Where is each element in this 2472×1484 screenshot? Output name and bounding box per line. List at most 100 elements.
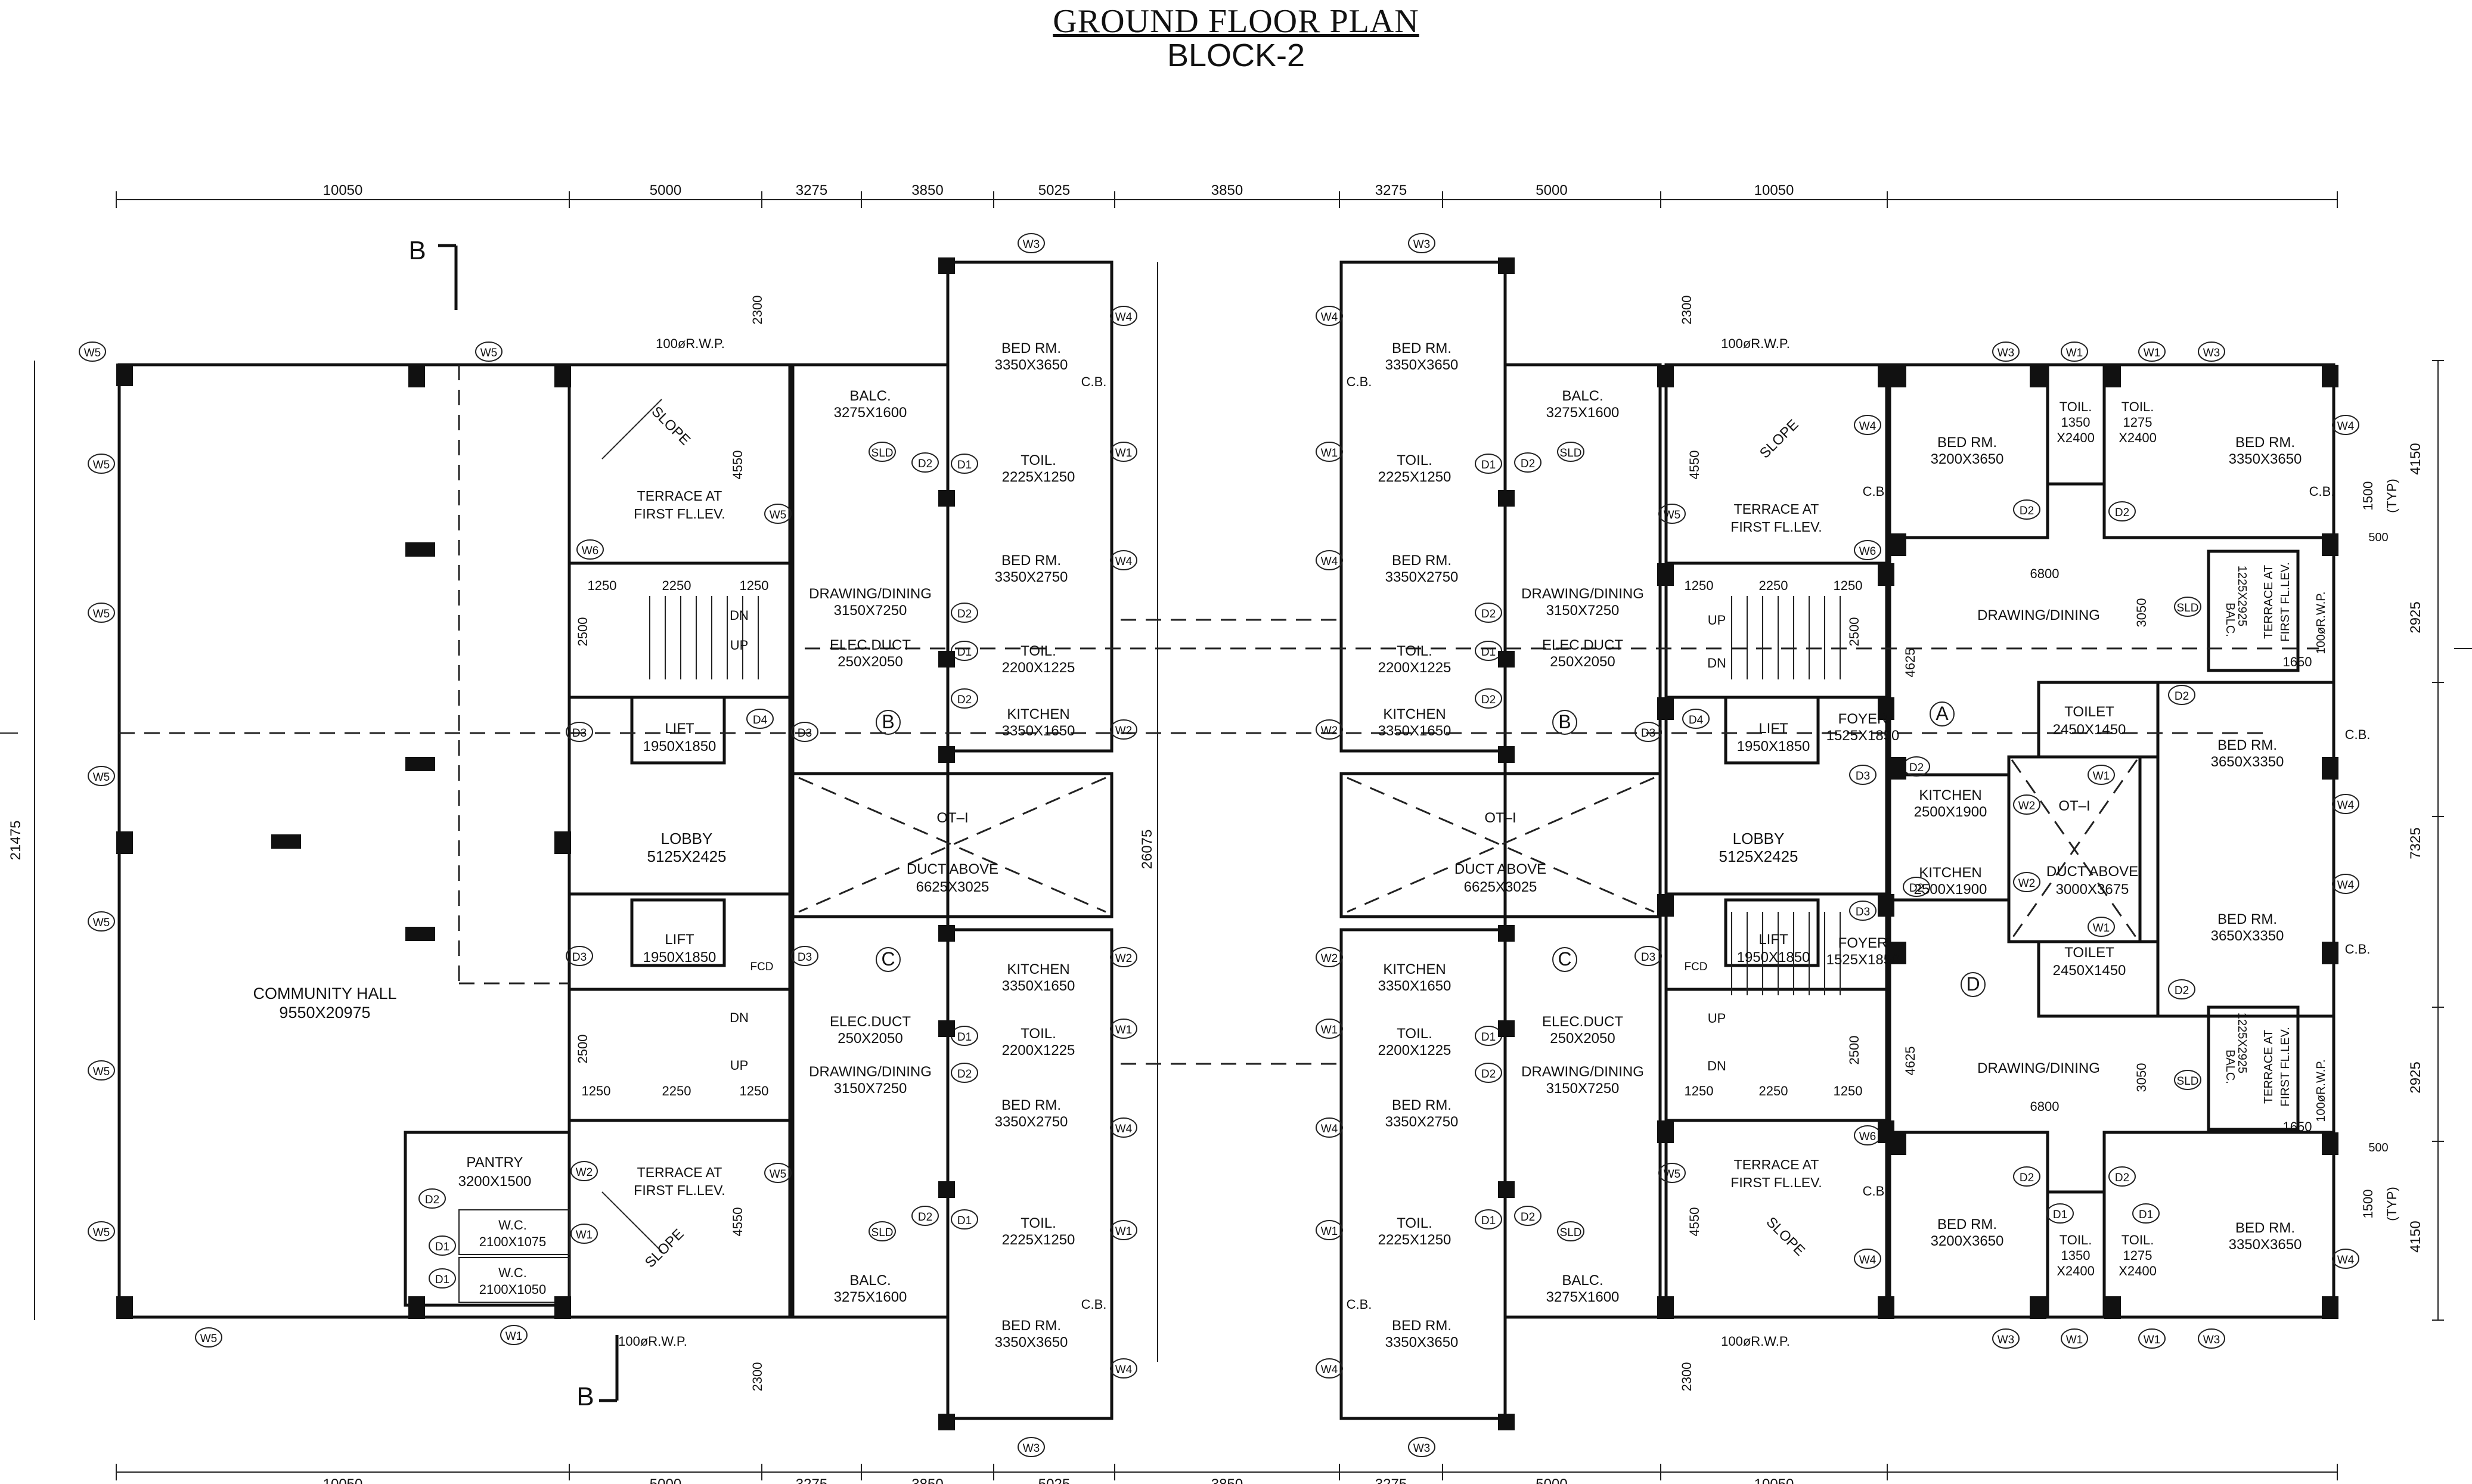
cb-label: C.B. bbox=[1347, 1297, 1372, 1312]
column bbox=[2104, 1296, 2121, 1319]
dimension-label: 3850 bbox=[1211, 182, 1243, 198]
dimension-label: 3275 bbox=[1375, 1476, 1407, 1484]
room-label: FIRST FL.LEV. bbox=[2279, 1027, 2292, 1106]
dimension-label: 2250 bbox=[1759, 578, 1788, 593]
column bbox=[554, 365, 571, 387]
column bbox=[2322, 533, 2338, 556]
room-label: 250X2050 bbox=[838, 1030, 902, 1047]
opening-tag-label: W4 bbox=[1321, 555, 1338, 568]
column bbox=[554, 831, 571, 854]
opening-tag-label: D3 bbox=[1856, 906, 1870, 918]
plan-title: GROUND FLOOR PLAN bbox=[1053, 3, 1419, 40]
dimension-label: 1500 bbox=[2361, 1190, 2375, 1219]
room-label: 1275 bbox=[2123, 1248, 2152, 1263]
opening-tag-label: W5 bbox=[480, 347, 498, 359]
room-label: FOYER bbox=[1838, 711, 1888, 727]
column bbox=[1657, 563, 1674, 586]
room-label: BED RM. bbox=[1392, 1318, 1451, 1334]
opening-tag-circle bbox=[1316, 1220, 1343, 1240]
room-label: 3275X1600 bbox=[1546, 405, 1620, 421]
room-label: 9550X20975 bbox=[279, 1004, 370, 1022]
room-label: TOIL. bbox=[1397, 1215, 1432, 1231]
opening-tag-label: W5 bbox=[1664, 509, 1681, 521]
opening-tag-circle bbox=[1018, 233, 1045, 253]
opening-tag-circle bbox=[951, 1063, 978, 1083]
room-label: 2225X1250 bbox=[1002, 1232, 1075, 1248]
opening-tag-label: D1 bbox=[435, 1241, 449, 1253]
bedroom-block-wall bbox=[946, 928, 1114, 1420]
column bbox=[2322, 1132, 2338, 1155]
column bbox=[1890, 1132, 1906, 1155]
dimension-label: 10050 bbox=[323, 1476, 363, 1484]
stair-label: DN bbox=[1707, 1058, 1726, 1073]
stair-label: DN bbox=[730, 608, 749, 623]
dimension-label: 1250 bbox=[1834, 578, 1863, 593]
flat-letter: C bbox=[1558, 948, 1571, 970]
room-label: BED RM. bbox=[2217, 911, 2277, 927]
room-label: 1950X1850 bbox=[643, 949, 717, 965]
opening-tag-label: D1 bbox=[957, 646, 972, 659]
opening-tag-circle bbox=[1110, 442, 1137, 462]
opening-tag-circle bbox=[2108, 501, 2136, 521]
room-label: SLOPE bbox=[642, 1226, 687, 1271]
column bbox=[1657, 1120, 1674, 1143]
opening-tag-label: W5 bbox=[93, 1227, 110, 1239]
opening-tag-label: SLD bbox=[871, 1227, 894, 1239]
column bbox=[938, 490, 955, 507]
room-label: FIRST FL.LEV. bbox=[1730, 1175, 1822, 1190]
opening-tag-circle bbox=[1634, 946, 1662, 966]
opening-tag-circle bbox=[88, 1221, 115, 1241]
opening-tag-label: W2 bbox=[2018, 800, 2036, 812]
dimension-label: 4550 bbox=[1687, 1207, 1702, 1237]
duct-cross bbox=[1347, 777, 1655, 913]
opening-tag-circle bbox=[1110, 1358, 1137, 1379]
opening-tag-label: D1 bbox=[957, 1215, 972, 1227]
opening-tag-circle bbox=[1316, 442, 1343, 462]
dimension-label: 2300 bbox=[750, 1362, 765, 1392]
opening-tag-label: W5 bbox=[93, 459, 110, 471]
opening-tag-label: W4 bbox=[1115, 555, 1133, 568]
opening-tag-circle bbox=[1110, 550, 1137, 570]
column bbox=[1498, 746, 1515, 763]
room-label: FIRST FL.LEV. bbox=[2279, 562, 2292, 641]
opening-tag-circle bbox=[2108, 1166, 2136, 1187]
room-label: 5125X2425 bbox=[1719, 847, 1798, 865]
opening-tag-circle bbox=[1110, 1019, 1137, 1039]
dimension-label: 6800 bbox=[2030, 1099, 2060, 1114]
room-label: FIRST FL.LEV. bbox=[1730, 519, 1822, 535]
dimension-label: (TYP) bbox=[2384, 1187, 2399, 1221]
opening-tag-circle bbox=[500, 1325, 528, 1345]
room-label: TOIL. bbox=[2060, 1232, 2092, 1247]
column bbox=[1498, 925, 1515, 942]
opening-tag-circle bbox=[2332, 415, 2359, 435]
dimension-label: 1250 bbox=[740, 578, 769, 593]
cb-label: C.B. bbox=[2345, 727, 2371, 742]
opening-tag-circle bbox=[1475, 1209, 1502, 1230]
room-label: 2450X1450 bbox=[2053, 722, 2126, 738]
dimension-label: 5000 bbox=[650, 182, 681, 198]
room-label: BALC. bbox=[2223, 603, 2237, 637]
duct-wall bbox=[791, 772, 1114, 918]
opening-tag-label: W2 bbox=[576, 1166, 593, 1179]
room-label: 3650X3350 bbox=[2211, 928, 2284, 944]
wc-wall bbox=[458, 1257, 570, 1303]
dimension-label: 3050 bbox=[2134, 598, 2149, 628]
room-label: TOILET bbox=[2064, 945, 2114, 961]
room-label: 1525X1850 bbox=[1826, 952, 1900, 968]
opening-tag-circle bbox=[1849, 901, 1877, 921]
dimension-label: 4550 bbox=[1687, 451, 1702, 480]
dimension-label: 5000 bbox=[1536, 182, 1567, 198]
dimension-label: 3275 bbox=[796, 182, 827, 198]
flat-letter: B bbox=[882, 711, 894, 732]
stair-label: UP bbox=[1708, 1011, 1726, 1026]
room-label: DRAWING/DINING bbox=[1521, 586, 1644, 602]
opening-tag-label: W3 bbox=[1413, 1442, 1431, 1455]
opening-tag-label: W3 bbox=[1023, 1442, 1040, 1455]
dimension-label: 10050 bbox=[1754, 1476, 1794, 1484]
bedroom-wall bbox=[2156, 681, 2335, 1018]
room-label: 1275 bbox=[2123, 415, 2152, 430]
opening-tag-label: W5 bbox=[770, 1168, 787, 1181]
core-wall bbox=[1664, 363, 1888, 1319]
room-label: 3000X3675 bbox=[2056, 881, 2129, 898]
room-label: X2400 bbox=[2119, 1263, 2157, 1278]
